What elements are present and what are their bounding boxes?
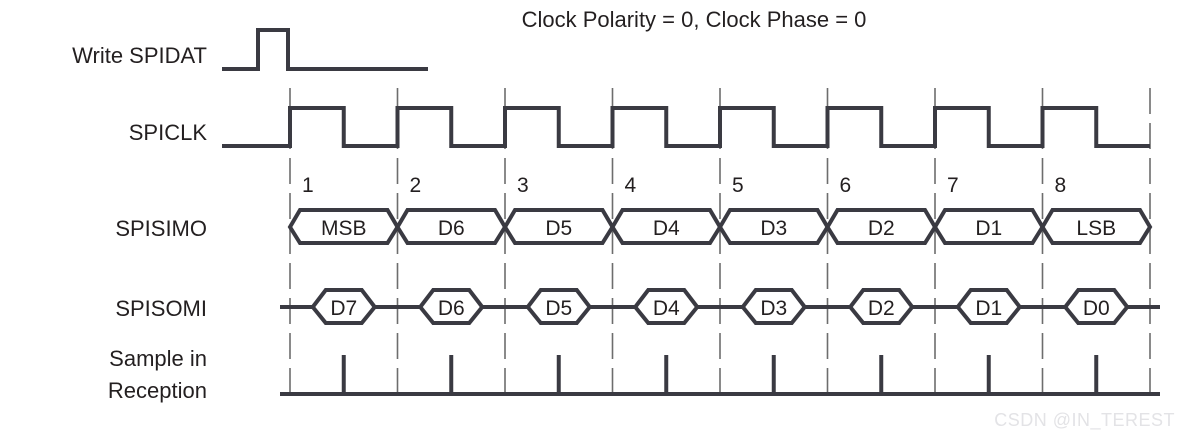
spisomi-cell-label: D0 xyxy=(1083,297,1110,320)
waveform-spisimo: MSB D6 D5 D4 D3 D2 D1 LSB xyxy=(287,208,1153,245)
bit-number-row: 1 2 3 4 5 6 7 8 xyxy=(302,174,1066,197)
spisomi-cell-label: D4 xyxy=(653,297,680,320)
bit-number-3: 3 xyxy=(517,174,529,197)
diagram-title: Clock Polarity = 0, Clock Phase = 0 xyxy=(522,7,867,32)
spisimo-cell-label: MSB xyxy=(321,217,367,240)
bit-number-4: 4 xyxy=(625,174,637,197)
waveform-sample-in-reception xyxy=(280,355,1160,396)
label-write-spidat: Write SPIDAT xyxy=(72,43,207,68)
spisomi-cell xyxy=(310,288,378,325)
spisomi-cell xyxy=(632,288,700,325)
spisimo-cell xyxy=(1040,208,1153,245)
label-sample-line1: Sample in xyxy=(109,346,207,371)
bit-number-8: 8 xyxy=(1055,174,1067,197)
spisomi-cell xyxy=(847,288,915,325)
label-spisomi: SPISOMI xyxy=(115,296,207,321)
spisomi-cell-label: D1 xyxy=(975,297,1002,320)
spisomi-cell xyxy=(740,288,808,325)
waveform-spisomi: D7 D6 D5 D4 D3 D2 D1 D0 xyxy=(280,288,1160,325)
spisomi-cell xyxy=(525,288,593,325)
spisimo-cell-label: D5 xyxy=(545,217,572,240)
spisomi-cell-label: D7 xyxy=(330,297,357,320)
spisimo-cell-label: D4 xyxy=(653,217,680,240)
waveform-write-spidat xyxy=(222,28,428,71)
bit-number-1: 1 xyxy=(302,174,314,197)
bit-number-5: 5 xyxy=(732,174,744,197)
spisomi-cell-label: D6 xyxy=(438,297,465,320)
spisimo-cell-label: D3 xyxy=(760,217,787,240)
label-spisimo: SPISIMO xyxy=(115,216,207,241)
label-sample-line2: Reception xyxy=(108,378,207,403)
watermark: CSDN @IN_TEREST xyxy=(994,410,1175,431)
spisimo-cell-label: LSB xyxy=(1076,217,1116,240)
bit-number-6: 6 xyxy=(840,174,852,197)
waveform-spiclk xyxy=(222,106,1150,148)
spisomi-cell-label: D5 xyxy=(545,297,572,320)
spisomi-cell xyxy=(1062,288,1130,325)
label-spiclk: SPICLK xyxy=(129,120,208,145)
bit-number-2: 2 xyxy=(410,174,422,197)
spisimo-cell-label: D1 xyxy=(975,217,1002,240)
spisomi-cell xyxy=(955,288,1023,325)
bit-number-7: 7 xyxy=(947,174,959,197)
spisimo-cell-label: D6 xyxy=(438,217,465,240)
spisomi-cell-label: D2 xyxy=(868,297,895,320)
spisomi-cell-label: D3 xyxy=(760,297,787,320)
spisomi-cell xyxy=(417,288,485,325)
spisimo-cell-label: D2 xyxy=(868,217,895,240)
